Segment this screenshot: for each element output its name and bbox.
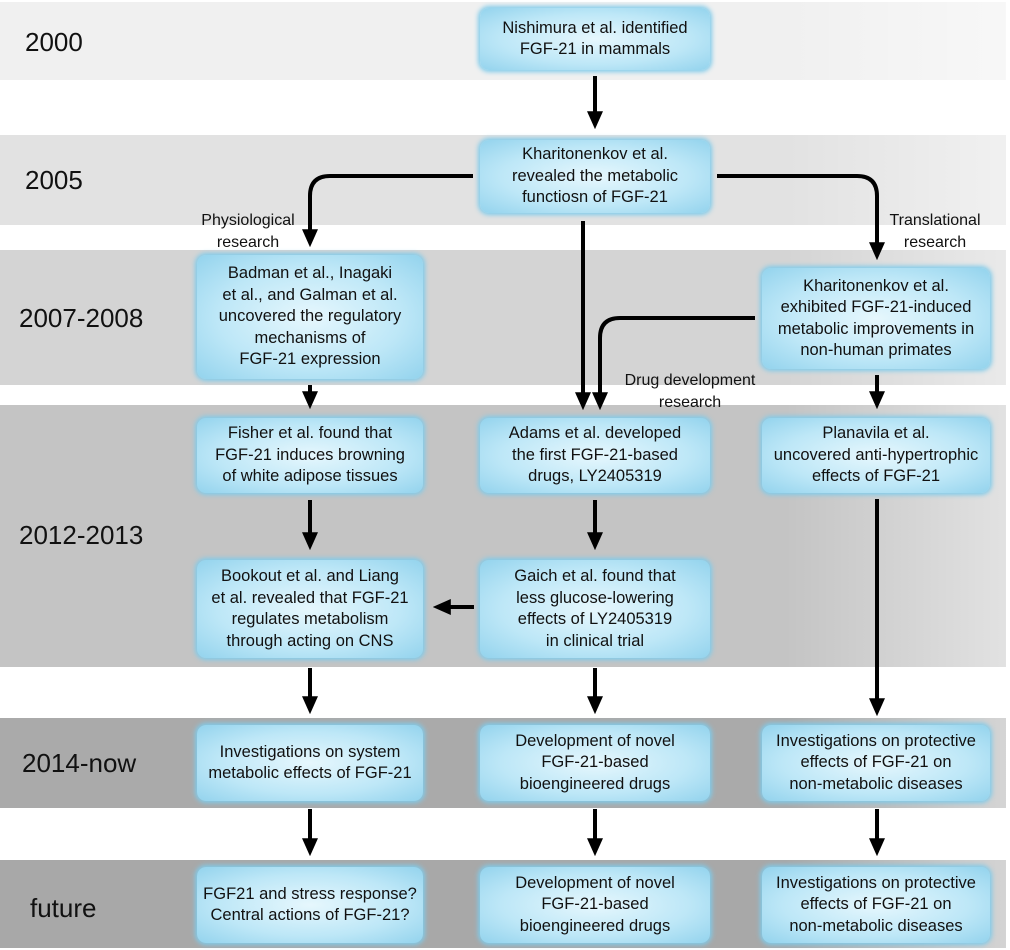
box-text: Bookout et al. and Liang et al. revealed… bbox=[211, 567, 409, 650]
year-label-2005: 2005 bbox=[25, 165, 83, 195]
box-2012-2013-ly2405319: Adams et al. developed the first FGF-21-… bbox=[480, 418, 710, 493]
box-2012-2013-cns: Bookout et al. and Liang et al. revealed… bbox=[197, 560, 423, 658]
box-text: Gaich et al. found that less glucose-low… bbox=[514, 567, 676, 650]
box-future-novel-drugs: Development of novel FGF-21-based bioeng… bbox=[480, 867, 710, 943]
box-future-stress-response: FGF21 and stress response? Central actio… bbox=[197, 867, 423, 943]
box-text: Badman et al., Inagaki et al., and Galma… bbox=[218, 264, 402, 369]
box-future-protective-effects: Investigations on protective effects of … bbox=[762, 867, 990, 943]
box-text: Investigations on protective effects of … bbox=[776, 873, 976, 935]
year-label-2012-2013: 2012-2013 bbox=[19, 520, 144, 550]
box-2012-2013-clinical-trial: Gaich et al. found that less glucose-low… bbox=[480, 560, 710, 658]
box-text: Adams et al. developed the first FGF-21-… bbox=[508, 424, 682, 486]
box-2012-2013-anti-hypertrophic: Planavila et al. uncovered anti-hypertro… bbox=[762, 418, 990, 493]
box-2014-now-protective-effects: Investigations on protective effects of … bbox=[762, 725, 990, 801]
box-text: Kharitonenkov et al. revealed the metabo… bbox=[511, 145, 678, 207]
arrow-primates-to-drug-development bbox=[592, 316, 755, 411]
box-text: Investigations on system metabolic effec… bbox=[208, 742, 412, 783]
year-label-2014-now: 2014-now bbox=[22, 748, 137, 778]
branch-label-translational: Translational research bbox=[889, 212, 981, 251]
box-2014-now-system-metabolic: Investigations on system metabolic effec… bbox=[197, 725, 423, 801]
box-2005-kharitonenkov: Kharitonenkov et al. revealed the metabo… bbox=[480, 140, 710, 213]
box-2007-2008-regulatory-mechanisms: Badman et al., Inagaki et al., and Galma… bbox=[197, 255, 423, 379]
box-text: Development of novel FGF-21-based bioeng… bbox=[515, 873, 675, 935]
year-label-2000: 2000 bbox=[25, 27, 83, 57]
box-text: Kharitonenkov et al. exhibited FGF-21-in… bbox=[777, 276, 975, 360]
box-text: Fisher et al. found that FGF-21 induces … bbox=[215, 424, 405, 486]
branch-label-drug-development: Drug development research bbox=[624, 372, 756, 411]
box-text: Nishimura et al. identified FGF-21 in ma… bbox=[502, 18, 688, 59]
box-text: Planavila et al. uncovered anti-hypertro… bbox=[773, 424, 979, 486]
box-2007-2008-non-human-primates: Kharitonenkov et al. exhibited FGF-21-in… bbox=[762, 268, 990, 369]
box-2012-2013-browning: Fisher et al. found that FGF-21 induces … bbox=[197, 418, 423, 493]
box-2014-now-novel-drugs: Development of novel FGF-21-based bioeng… bbox=[480, 725, 710, 801]
box-2000-nishimura: Nishimura et al. identified FGF-21 in ma… bbox=[480, 8, 710, 70]
year-label-future: future bbox=[30, 893, 97, 923]
branch-label-physiological: Physiological research bbox=[201, 212, 295, 251]
year-label-2007-2008: 2007-2008 bbox=[19, 303, 144, 333]
box-text: Development of novel FGF-21-based bioeng… bbox=[515, 731, 675, 793]
box-text: FGF21 and stress response? Central actio… bbox=[203, 884, 417, 925]
arrow-2005-to-translational bbox=[717, 174, 885, 261]
box-text: Investigations on protective effects of … bbox=[776, 731, 976, 793]
arrow-2005-to-physiological bbox=[302, 174, 473, 248]
